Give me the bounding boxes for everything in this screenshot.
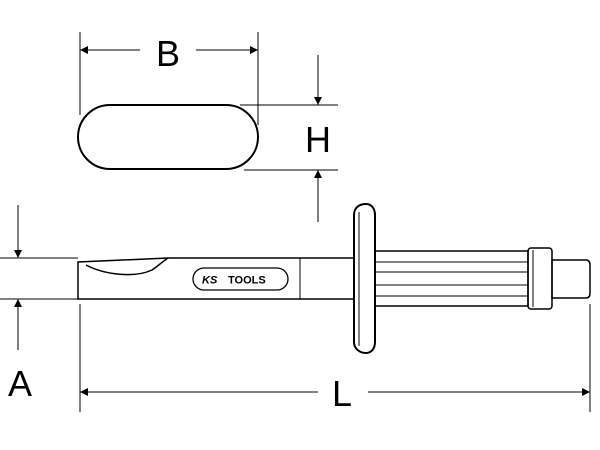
blade-bevel-curve [85, 257, 169, 276]
dimension-l [79, 304, 591, 412]
handle-collar [527, 247, 553, 310]
dimension-label-l: L [332, 373, 352, 414]
striking-head [551, 259, 591, 299]
dimension-a [0, 205, 78, 350]
cross-section [77, 104, 259, 170]
dimension-label-h: H [305, 119, 331, 160]
logo-text-ks: KS [202, 275, 218, 287]
oval-cross-section [77, 104, 259, 170]
dimension-h [240, 55, 338, 222]
dimension-label-a: A [8, 363, 32, 404]
handle-grip [374, 250, 529, 307]
hand-guard [353, 202, 376, 355]
ks-tools-logo: KS TOOLS [192, 267, 289, 291]
chisel-side-view [77, 202, 591, 355]
logo-text-tools: TOOLS [228, 275, 266, 287]
dimension-b [79, 32, 259, 125]
dimension-label-b: B [156, 33, 180, 74]
